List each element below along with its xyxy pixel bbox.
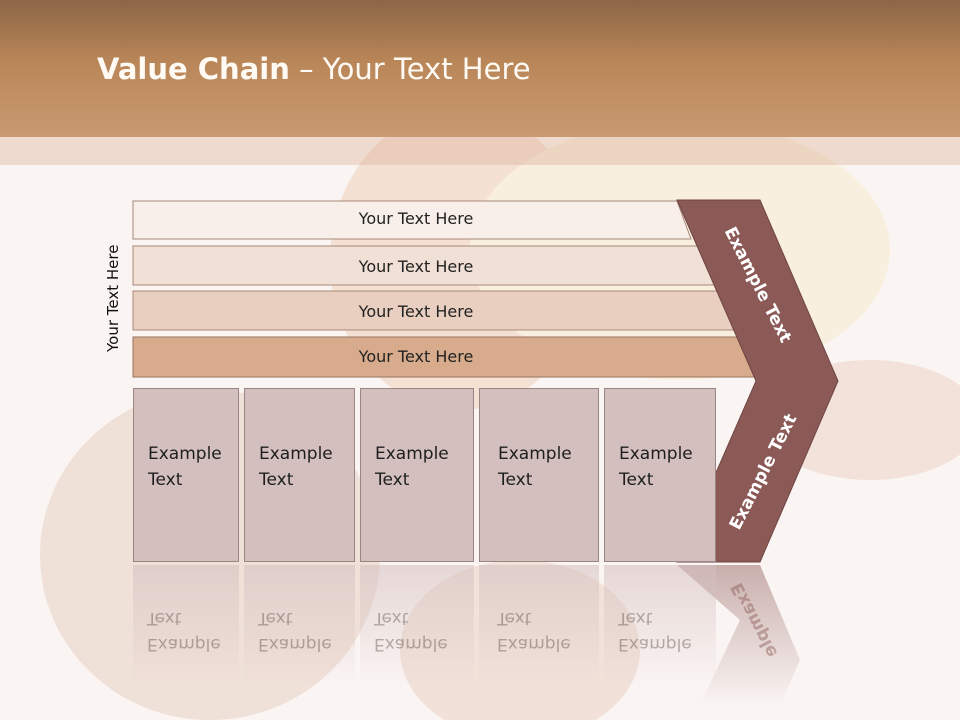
- box-2-refl-line2: Text: [258, 608, 293, 628]
- box-1-line2: Text: [148, 470, 183, 490]
- box-1-reflection-text: Example Text: [147, 605, 221, 657]
- box-1-line1: Example: [148, 444, 222, 464]
- box-2-line2: Text: [259, 470, 294, 490]
- box-1-refl-line2: Text: [147, 608, 182, 628]
- title-bold: Value Chain: [97, 52, 290, 86]
- box-5-refl-line2: Text: [618, 608, 653, 628]
- band-label-1: Your Text Here: [358, 209, 474, 228]
- header-strip: [0, 137, 960, 165]
- chevron-reflection: [677, 565, 800, 705]
- box-4-refl-line1: Example: [497, 634, 571, 654]
- box-2-reflection: Example Text: [244, 565, 355, 685]
- chevron: [676, 199, 839, 563]
- box-4-line2: Text: [498, 470, 533, 490]
- box-2-line1: Example: [259, 444, 333, 464]
- box-4-reflection: Example Text: [479, 565, 599, 685]
- box-5-refl-line1: Example: [618, 634, 692, 654]
- box-3-reflection-text: Example Text: [374, 605, 448, 657]
- box-1-reflection: Example Text: [133, 565, 239, 685]
- box-4-refl-line2: Text: [497, 608, 532, 628]
- box-4-line1: Example: [498, 444, 572, 464]
- box-5-line1: Example: [619, 444, 693, 464]
- box-4-reflection-text: Example Text: [497, 605, 571, 657]
- slide-title: Value Chain – Your Text Here: [97, 52, 531, 86]
- box-2-refl-line1: Example: [258, 634, 332, 654]
- box-3-line1: Example: [375, 444, 449, 464]
- band-1: [132, 200, 692, 240]
- box-3-refl-line2: Text: [374, 608, 409, 628]
- box-5-reflection: Example Text: [604, 565, 716, 685]
- band-label-4: Your Text Here: [358, 347, 474, 366]
- band-label-2: Your Text Here: [358, 257, 474, 276]
- box-3-refl-line1: Example: [374, 634, 448, 654]
- header-bar: [0, 0, 960, 137]
- band-label-3: Your Text Here: [358, 302, 474, 321]
- title-rest: – Your Text Here: [289, 52, 531, 86]
- box-5-reflection-text: Example Text: [618, 605, 692, 657]
- box-3-reflection: Example Text: [360, 565, 474, 685]
- box-5-line2: Text: [619, 470, 654, 490]
- box-1-refl-line1: Example: [147, 634, 221, 654]
- box-2-reflection-text: Example Text: [258, 605, 332, 657]
- box-3-line2: Text: [375, 470, 410, 490]
